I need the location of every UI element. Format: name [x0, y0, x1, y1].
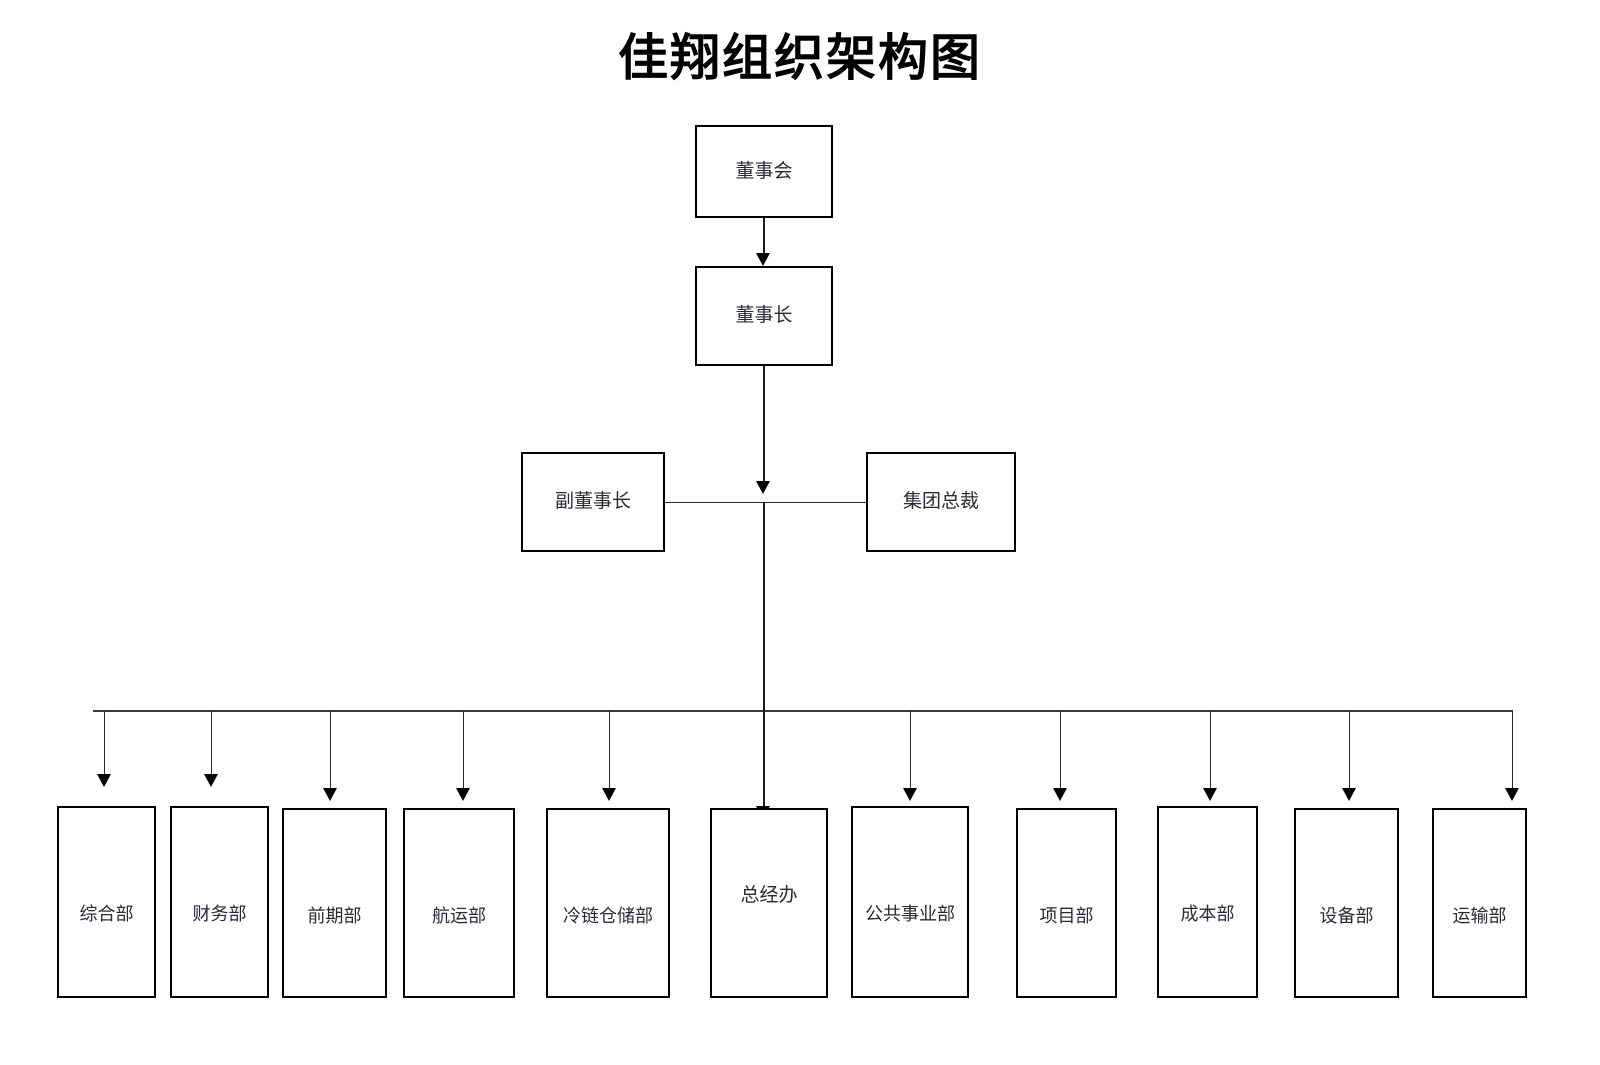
node-department-7[interactable]: 公共事业部: [851, 806, 969, 998]
node-label-department-6: 总经办: [740, 885, 798, 906]
arrowhead-dept-1: [97, 774, 111, 787]
node-label-department-4: 航运部: [432, 906, 486, 926]
arrowhead-dept-4: [456, 788, 470, 801]
connector-drop-dept-2: [211, 710, 212, 778]
arrowhead-board-to-chairman: [756, 253, 770, 266]
arrowhead-dept-8: [1053, 788, 1067, 801]
connector-spine-to-bus-bar: [763, 502, 765, 710]
node-department-10[interactable]: 设备部: [1294, 808, 1399, 998]
node-department-8[interactable]: 项目部: [1016, 808, 1117, 998]
page-title: 佳翔组织架构图: [618, 30, 982, 86]
node-department-4[interactable]: 航运部: [403, 808, 515, 998]
node-label-department-10: 设备部: [1319, 906, 1374, 926]
connector-drop-dept-11: [1512, 710, 1513, 792]
node-label-group-president: 集团总裁: [902, 491, 979, 512]
arrowhead-dept-7: [903, 788, 917, 801]
node-department-6[interactable]: 总经办: [710, 808, 828, 998]
node-department-1[interactable]: 综合部: [57, 806, 156, 998]
connector-board-to-chairman: [763, 218, 765, 256]
connector-vice-chairman-to-spine: [665, 502, 765, 503]
arrowhead-dept-9: [1203, 788, 1217, 801]
node-department-9[interactable]: 成本部: [1157, 806, 1258, 998]
node-department-3[interactable]: 前期部: [282, 808, 387, 998]
node-department-5[interactable]: 冷链仓储部: [546, 808, 670, 998]
node-group-president[interactable]: 集团总裁: [866, 452, 1016, 552]
node-label-department-3: 前期部: [307, 906, 362, 926]
connector-drop-dept-4: [463, 710, 464, 792]
node-label-vice-chairman: 副董事长: [554, 491, 631, 512]
node-department-11[interactable]: 运输部: [1432, 808, 1527, 998]
node-label-department-9: 成本部: [1180, 904, 1235, 924]
node-label-board-of-directors: 董事会: [735, 160, 793, 182]
node-label-department-11: 运输部: [1452, 906, 1507, 926]
arrowhead-dept-2: [204, 774, 218, 787]
arrowhead-dept-10: [1342, 788, 1356, 801]
connector-drop-dept-1: [104, 710, 105, 778]
node-label-department-2: 财务部: [192, 904, 247, 924]
connector-drop-dept-8: [1060, 710, 1061, 792]
node-label-department-8: 项目部: [1039, 906, 1094, 926]
connector-drop-dept-3: [330, 710, 331, 792]
arrowhead-dept-5: [602, 788, 616, 801]
arrowhead-chairman-to-crossbar: [756, 481, 770, 494]
node-label-department-7: 公共事业部: [865, 904, 955, 924]
connector-drop-dept-5: [609, 710, 610, 792]
node-chairman[interactable]: 董事长: [695, 266, 833, 366]
connector-drop-dept-9: [1210, 710, 1211, 792]
arrowhead-dept-11: [1505, 788, 1519, 801]
node-department-2[interactable]: 财务部: [170, 806, 269, 998]
node-board-of-directors[interactable]: 董事会: [695, 125, 833, 218]
connector-spine-to-general-office: [763, 710, 765, 810]
arrowhead-dept-3: [323, 788, 337, 801]
connector-chairman-down: [763, 366, 765, 486]
connector-drop-dept-7: [910, 710, 911, 792]
node-label-chairman: 董事长: [735, 305, 793, 326]
connector-spine-to-group-president: [763, 502, 868, 503]
department-bus-bar: [93, 710, 1513, 712]
node-vice-chairman[interactable]: 副董事长: [521, 452, 665, 552]
connector-drop-dept-10: [1349, 710, 1350, 792]
node-label-department-1: 综合部: [79, 904, 134, 924]
node-label-department-5: 冷链仓储部: [563, 906, 653, 926]
